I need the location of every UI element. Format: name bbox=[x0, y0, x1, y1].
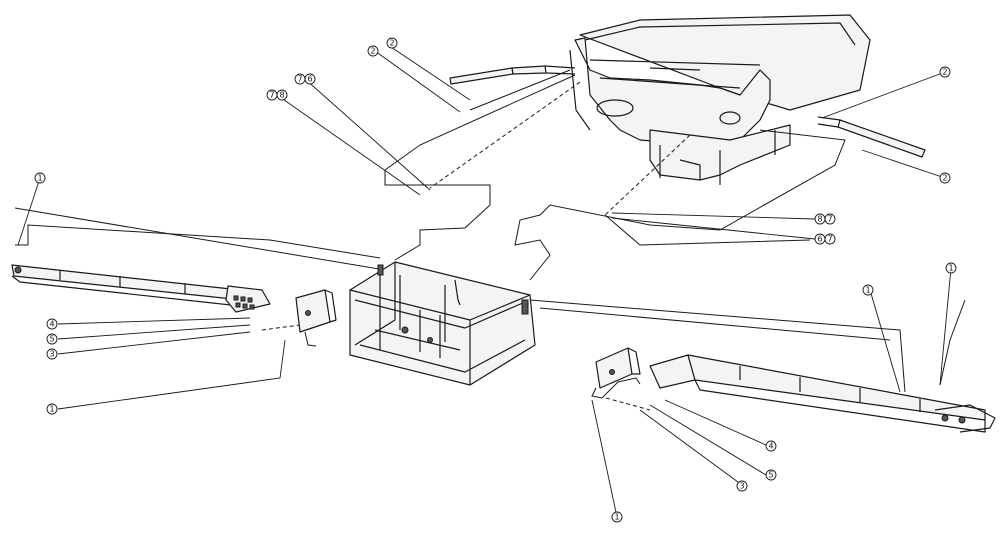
callout-1b: 1 bbox=[46, 403, 58, 415]
svg-text:3: 3 bbox=[49, 350, 54, 359]
svg-text:2: 2 bbox=[942, 68, 947, 77]
right-handle bbox=[817, 116, 926, 158]
callout-6-7-right: 6 7 bbox=[814, 233, 836, 245]
callout-2c: 2 bbox=[939, 66, 951, 78]
center-frame bbox=[349, 261, 536, 386]
callout-2d: 2 bbox=[939, 172, 951, 184]
svg-text:6: 6 bbox=[307, 75, 312, 84]
svg-text:5: 5 bbox=[49, 335, 54, 344]
callout-2a: 2 bbox=[386, 37, 398, 49]
svg-text:2: 2 bbox=[942, 174, 947, 183]
left-handle bbox=[449, 65, 576, 85]
svg-text:3: 3 bbox=[739, 482, 744, 491]
callout-7-top-right: 7 bbox=[942, 68, 947, 77]
svg-text:1: 1 bbox=[37, 174, 42, 183]
leader-lines bbox=[17, 44, 952, 518]
callout-8-7-right: 8 7 bbox=[814, 213, 836, 225]
svg-text:2: 2 bbox=[370, 47, 375, 56]
callout-1a: 1 bbox=[34, 172, 46, 184]
svg-text:7: 7 bbox=[827, 235, 832, 244]
callout-7-6-left: 7 6 bbox=[294, 73, 316, 85]
hopper-wiring bbox=[384, 69, 846, 281]
right-arm-assembly bbox=[649, 354, 996, 433]
callout-3-left: 3 bbox=[46, 348, 58, 360]
callout-5-left: 5 bbox=[46, 333, 58, 345]
callout-3-right: 3 bbox=[736, 480, 748, 492]
svg-text:7: 7 bbox=[297, 75, 302, 84]
svg-text:6: 6 bbox=[817, 235, 822, 244]
svg-text:4: 4 bbox=[768, 442, 773, 451]
main-cables bbox=[14, 207, 966, 393]
callout-4-right: 4 bbox=[765, 440, 777, 452]
svg-text:4: 4 bbox=[49, 320, 54, 329]
svg-text:1: 1 bbox=[614, 513, 619, 522]
svg-text:5: 5 bbox=[768, 471, 773, 480]
svg-text:1: 1 bbox=[49, 405, 54, 414]
svg-text:8: 8 bbox=[279, 91, 284, 100]
callout-1d: 1 bbox=[945, 262, 957, 274]
svg-text:1: 1 bbox=[948, 264, 953, 273]
svg-text:2: 2 bbox=[389, 39, 394, 48]
callout-4-left: 4 bbox=[46, 318, 58, 330]
callout-7-8-left: 7 8 bbox=[266, 89, 288, 101]
callout-5-right: 5 bbox=[765, 469, 777, 481]
hopper-body bbox=[569, 14, 871, 185]
left-connector-box bbox=[261, 289, 337, 347]
svg-text:8: 8 bbox=[817, 215, 822, 224]
svg-text:7: 7 bbox=[827, 215, 832, 224]
right-connector-box bbox=[591, 347, 651, 411]
svg-text:7: 7 bbox=[269, 91, 274, 100]
left-arm-assembly bbox=[11, 264, 271, 313]
callout-1c: 1 bbox=[862, 284, 874, 296]
callout-1e: 1 bbox=[611, 511, 623, 523]
callout-2b: 2 bbox=[367, 45, 379, 57]
svg-text:1: 1 bbox=[865, 286, 870, 295]
